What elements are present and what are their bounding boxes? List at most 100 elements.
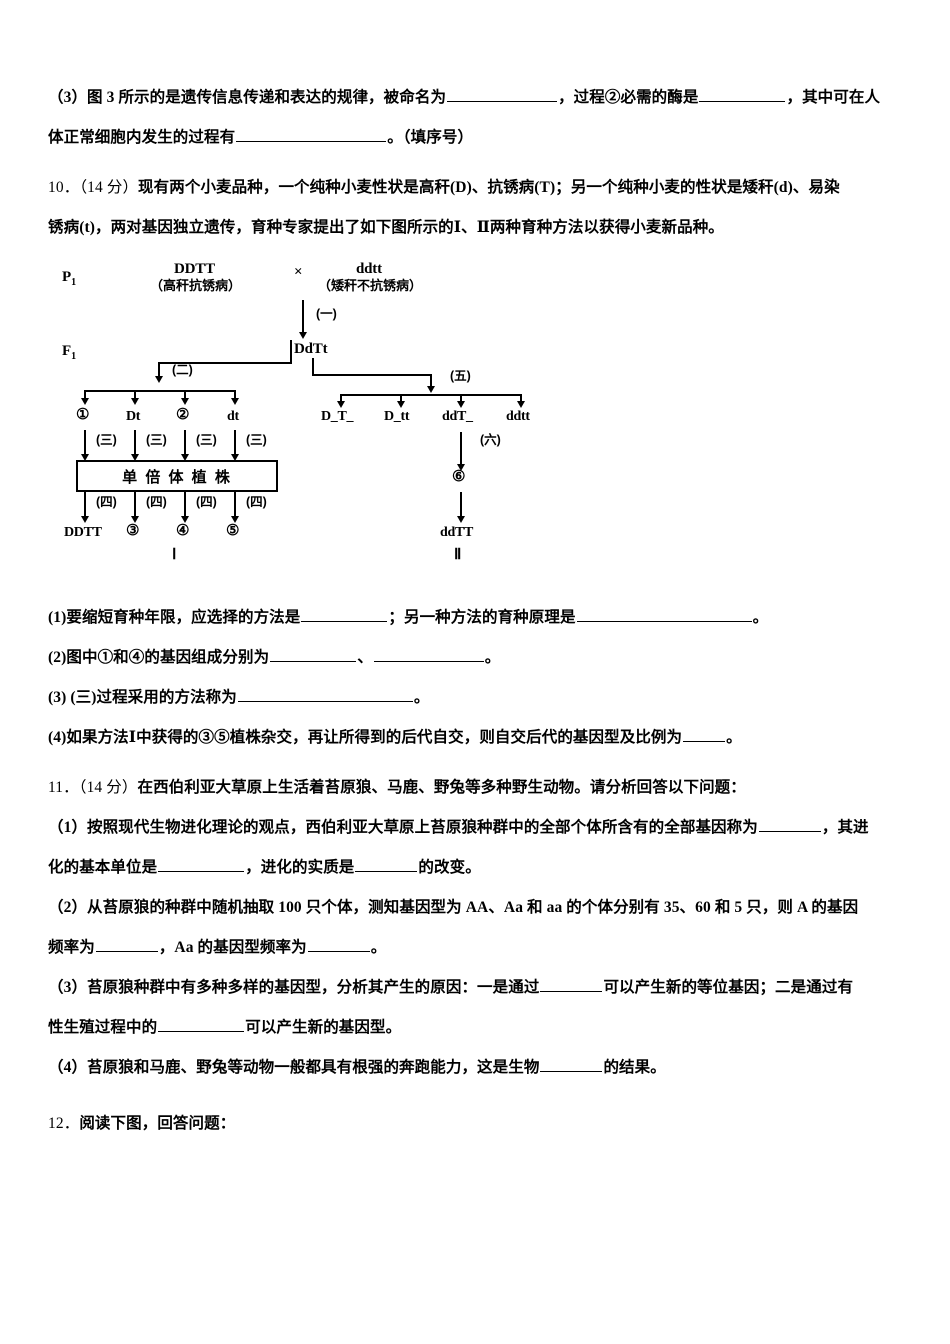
q11-sub4-blank-1[interactable] (540, 1056, 603, 1072)
q11-sub4-a: （4）苔原狼和马鹿、野兔等动物一般都具有根强的奔跑能力，这是生物 (48, 1059, 540, 1076)
q9-line2-text: 体正常细胞内发生的过程有 (48, 129, 236, 146)
q11-sub2-blank-1[interactable] (95, 936, 158, 952)
q11-sub2-a: （2）从苔原狼的种群中随机抽取 100 只个体，测知基因型为 AA、Aa 和 a… (48, 899, 859, 916)
gamete-tick-1 (84, 390, 86, 402)
q10-sub2-b: 、 (357, 649, 373, 666)
step-three-marker-4: (三) (246, 433, 267, 447)
to-haploid-line-1 (84, 430, 86, 458)
q11-sub3-blank-2[interactable] (158, 1016, 245, 1032)
to-haploid-line-3 (184, 430, 186, 458)
question-11-score: （14 分） (78, 779, 138, 796)
q10-sub4-a: (4)如果方法Ⅰ中获得的③⑤植株杂交，再让所得到的后代自交，则自交后代的基因型及… (48, 729, 683, 746)
q9-blank-1[interactable] (447, 86, 558, 102)
q9-line1c-text: ，其中可在人 (786, 89, 881, 106)
q11-sub2-blank-2[interactable] (307, 936, 370, 952)
q9-line1-text: （3）图 3 所示的是遗传信息传递和表达的规律，被命名为 (48, 89, 447, 106)
question-10-sub-4: (4)如果方法Ⅰ中获得的③⑤植株杂交，再让所得到的后代自交，则自交后代的基因型及… (48, 718, 910, 758)
question-11-sub-1-line1: （1）按照现代生物进化理论的观点，西伯利亚大草原上苔原狼种群中的全部个体所含有的… (48, 808, 910, 848)
step-five-marker: (五) (450, 369, 471, 383)
q11-sub1-a: （1）按照现代生物进化理论的观点，西伯利亚大草原上苔原狼种群中的全部个体所含有的… (48, 819, 758, 836)
q9-line1b-text: ，过程②必需的酶是 (558, 89, 699, 106)
gamete-tick-4 (234, 390, 236, 402)
from-haploid-arrow-1 (81, 516, 89, 523)
cross-to-f1-arrowhead (299, 332, 307, 339)
from-haploid-line-3 (184, 492, 186, 520)
question-11-sub-3-line1: （3）苔原狼种群中有多种多样的基因型，分析其产生的原因：一是通过 可以产生新的等位… (48, 968, 910, 1008)
parent-left-genotype: DDTT (174, 261, 215, 277)
q10-sub4-blank-1[interactable] (683, 726, 726, 742)
question-9-part3-line2: 体正常细胞内发生的过程有。（填序号） (48, 118, 910, 158)
q10-sub1-blank-1[interactable] (301, 606, 388, 622)
q11-sub3-d: 可以产生新的基因型。 (245, 1019, 402, 1036)
cross-to-f1-line (302, 300, 304, 334)
q11-sub1-blank-3[interactable] (355, 856, 418, 872)
offspring-arrow-3 (457, 401, 465, 408)
question-11-stem: 11．（14 分）在西伯利亚大草原上生活着苔原狼、马鹿、野兔等多种野生动物。请分… (48, 768, 910, 808)
result-left-2: ③ (126, 523, 140, 539)
question-10-stem-a: 现有两个小麦品种，一个纯种小麦性状是高秆(D)、抗锈病(T)；另一个纯种小麦的性… (138, 179, 840, 196)
ddT-to-six-arrowhead (457, 464, 465, 471)
q9-blank-3[interactable] (236, 126, 387, 142)
q10-sub3-blank-1[interactable] (237, 686, 413, 702)
question-10-number: 10． (48, 179, 80, 196)
q10-sub1-blank-2[interactable] (576, 606, 752, 622)
step-three-marker-2: (三) (146, 433, 167, 447)
from-haploid-line-4 (234, 492, 236, 520)
q10-sub2-blank-1[interactable] (270, 646, 357, 662)
q10-sub2-a: (2)图中①和④的基因组成分别为 (48, 649, 270, 666)
q11-sub1-b: ，其进 (821, 819, 869, 836)
to-haploid-line-4 (234, 430, 236, 458)
question-10-stem-b: 锈病(t)，两对基因独立遗传，育种专家提出了如下图所示的Ⅰ、Ⅱ两种育种方法以获得… (48, 219, 724, 236)
to-haploid-arrow-1 (81, 454, 89, 461)
q10-sub1-b: ；另一种方法的育种原理是 (388, 609, 576, 626)
offspring-label-3: ddT_ (442, 409, 473, 424)
gamete-arrow-1 (81, 398, 89, 405)
question-10-stem-line1: 10．（14 分）现有两个小麦品种，一个纯种小麦性状是高秆(D)、抗锈病(T)；… (48, 168, 910, 208)
p-subscript: 1 (71, 277, 77, 288)
gamete-label-1: ① (76, 407, 90, 423)
step-three-marker-3: (三) (196, 433, 217, 447)
q11-sub1-blank-1[interactable] (758, 816, 821, 832)
f1-left-drop (290, 340, 292, 364)
f1-right-horizontal (312, 374, 432, 376)
question-12-text: 阅读下图，回答问题： (79, 1115, 236, 1132)
q11-sub3-blank-1[interactable] (540, 976, 603, 992)
offspring-tick-3 (460, 394, 462, 404)
f1-left-down (158, 362, 160, 380)
offspring-tick-4 (520, 394, 522, 404)
breeding-methods-diagram: P1 DDTT （高秆抗锈病） × ddtt （矮秆不抗锈病） (一) F1 D… (62, 261, 582, 592)
step-one-marker: (一) (316, 307, 337, 321)
q11-sub1-blank-2[interactable] (158, 856, 245, 872)
q10-sub1-c: 。 (752, 609, 769, 626)
haploid-plant-box: 单 倍 体 植 株 (76, 460, 278, 492)
offspring-label-1: D_T_ (321, 409, 354, 424)
q11-sub2-c: ，Aa 的基因型频率为 (158, 939, 307, 956)
result-right-genotype: ddTT (440, 525, 474, 540)
p-generation-label: P1 (62, 269, 77, 288)
question-11-sub-1-line2: 化的基本单位是，进化的实质是的改变。 (48, 848, 910, 888)
question-11-sub-2-line2: 频率为，Aa 的基因型频率为。 (48, 928, 910, 968)
offspring-tick-2 (400, 394, 402, 404)
offspring-bar-right (340, 394, 520, 396)
method-two-label: Ⅱ (454, 547, 462, 563)
question-10-sub-1: (1)要缩短育种年限，应选择的方法是；另一种方法的育种原理是。 (48, 598, 910, 638)
f1-genotype: DdTt (294, 341, 328, 357)
q11-sub3-b: 可以产生新的等位基因；二是通过有 (603, 979, 854, 996)
to-haploid-arrow-4 (231, 454, 239, 461)
six-to-result-arrowhead (457, 516, 465, 523)
circle-six-node: ⑥ (452, 469, 466, 485)
from-haploid-arrow-3 (181, 516, 189, 523)
parent-right-phenotype: （矮秆不抗锈病） (318, 278, 423, 293)
cross-symbol: × (294, 264, 303, 280)
offspring-arrow-2 (397, 401, 405, 408)
q9-blank-2[interactable] (699, 86, 786, 102)
q11-sub3-c: 性生殖过程中的 (48, 1019, 158, 1036)
q11-sub3-a: （3）苔原狼种群中有多种多样的基因型，分析其产生的原因：一是通过 (48, 979, 540, 996)
from-haploid-arrow-4 (231, 516, 239, 523)
question-12-number: 12． (48, 1115, 80, 1132)
step-three-marker-1: (三) (96, 433, 117, 447)
question-11-sub-2-line1: （2）从苔原狼的种群中随机抽取 100 只个体，测知基因型为 AA、Aa 和 a… (48, 888, 910, 928)
q10-sub2-blank-2[interactable] (373, 646, 484, 662)
question-11-number: 11． (48, 779, 79, 796)
